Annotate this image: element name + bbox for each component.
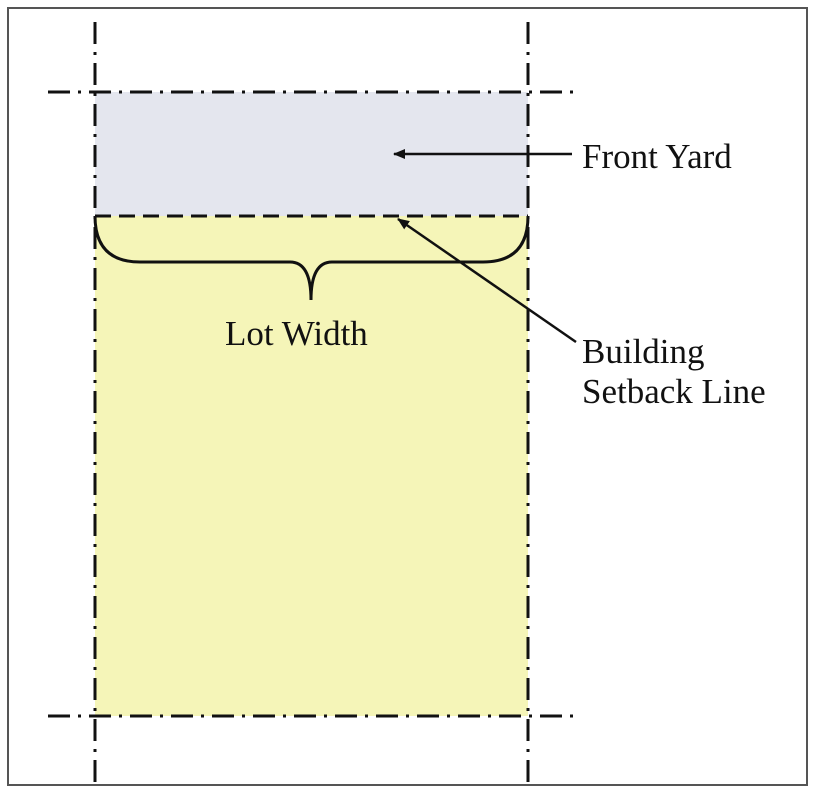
setback-label-line-1: Building xyxy=(582,332,705,371)
lot-width-label: Lot Width xyxy=(225,314,368,353)
setback-line-arrow xyxy=(397,217,577,344)
setback-label-line-2: Setback Line xyxy=(582,372,766,411)
building-setback-line-label: Building Setback Line xyxy=(582,332,766,412)
lot-width-brace xyxy=(93,215,530,301)
front-yard-label: Front Yard xyxy=(582,137,732,176)
